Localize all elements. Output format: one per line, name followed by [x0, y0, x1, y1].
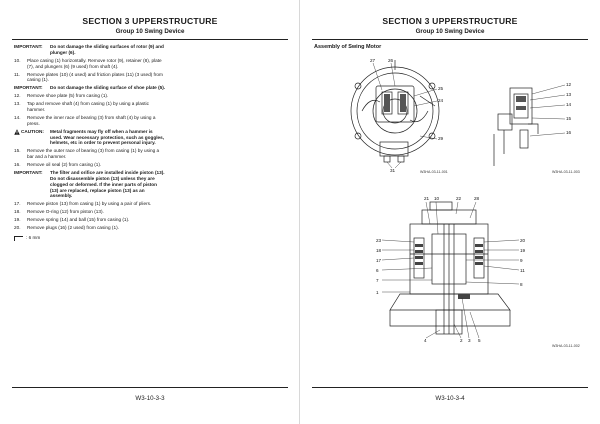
callout-6: 6 [376, 268, 379, 273]
page-number: W3-10-3-3 [135, 395, 165, 402]
callout-3: 3 [468, 338, 471, 343]
header-rule [312, 39, 588, 40]
header-rule [12, 39, 288, 40]
hex-wrench-icon [14, 235, 23, 241]
callout-9: 9 [520, 258, 523, 263]
left-page: SECTION 3 UPPERSTRUCTURE Group 10 Swing … [12, 16, 288, 402]
step-15: 15. Remove the outer race of bearing (3)… [14, 148, 160, 160]
callout-25: 25 [438, 86, 444, 91]
important-note: IMPORTANT: Do not damage the sliding sur… [14, 44, 164, 55]
procedure-text: IMPORTANT: Do not damage the sliding sur… [14, 44, 166, 241]
callout-24: 24 [438, 98, 444, 103]
step-13: 13. Tap and remove shaft (4) from casing… [14, 101, 149, 113]
callout-10: 10 [434, 196, 440, 201]
callout-17: 17 [376, 258, 382, 263]
step-12: 12. Remove shoe plate (5) from casing (1… [14, 93, 109, 99]
callout-15: 15 [566, 116, 572, 121]
group-title: Group 10 Swing Device [415, 28, 485, 35]
callout-5: 5 [478, 338, 481, 343]
callout-16: 16 [566, 130, 572, 135]
callout-31: 31 [390, 168, 396, 173]
callout-1: 1 [376, 290, 379, 295]
callout-4: 4 [424, 338, 427, 343]
group-title: Group 10 Swing Device [115, 28, 185, 35]
callout-14: 14 [566, 102, 572, 107]
footer-rule [12, 387, 288, 388]
callout-29: 29 [438, 136, 444, 141]
section-title: SECTION 3 UPPERSTRUCTURE [382, 16, 518, 26]
wrench-size-legend: : 6 mm [14, 235, 166, 241]
important-note: IMPORTANT: Do not damage the sliding sur… [14, 85, 166, 91]
step-10: 10. Place casing (1) horizontally. Remov… [14, 57, 162, 69]
callout-8: 8 [520, 282, 523, 287]
callout-2: 2 [460, 338, 463, 343]
step-18: 18. Remove O-ring (12) from piston (13). [14, 209, 104, 215]
caution-note: CAUTION: Metal fragments may fly off whe… [14, 129, 166, 146]
figure-code: W3HA-03-11-003 [552, 170, 580, 174]
step-14: 14. Remove the inner race of bearing (3)… [14, 115, 156, 126]
callout-27: 27 [370, 58, 376, 63]
callout-18: 18 [376, 248, 382, 253]
figure-heading: Assembly of Swing Motor [314, 44, 382, 50]
step-19: 19. Remove spring (14) and ball (15) fro… [14, 217, 130, 223]
callout-19: 19 [520, 248, 526, 253]
section-title: SECTION 3 UPPERSTRUCTURE [82, 16, 218, 26]
callout-21: 21 [424, 196, 430, 201]
callout-11: 11 [520, 268, 525, 273]
figure-code: W3HA-03-11-002 [552, 344, 580, 348]
swing-motor-cross-section: 21 10 22 28 23 18 17 6 7 1 20 19 9 11 8 … [376, 196, 526, 343]
callout-20: 20 [520, 238, 526, 243]
callout-12: 12 [566, 82, 572, 87]
callout-7: 7 [376, 278, 379, 283]
callout-22: 22 [456, 196, 462, 201]
swing-motor-end-view: 27 26 25 24 29 31 [350, 58, 444, 173]
step-17: 17. Remove piston (13) from casing (1) b… [14, 201, 152, 207]
step-20: 20. Remove plugs (16) (2 used) from casi… [14, 225, 119, 231]
relief-valve-detail: 12 13 14 15 16 [493, 82, 572, 166]
page-number: W3-10-3-4 [435, 395, 465, 402]
figure-code: W3HA-03-11-001 [420, 170, 448, 174]
footer-rule [312, 387, 588, 388]
callout-23: 23 [376, 238, 382, 243]
callout-28: 28 [474, 196, 480, 201]
warning-icon [14, 129, 20, 135]
right-page: SECTION 3 UPPERSTRUCTURE Group 10 Swing … [300, 0, 600, 424]
callout-13: 13 [566, 92, 572, 97]
important-note: IMPORTANT: The filter and orifice are in… [14, 170, 165, 199]
step-11: 11. Remove plates (10) (4 used) and fric… [14, 71, 163, 83]
callout-26: 26 [388, 58, 394, 63]
step-16: 16. Remove oil seal (2) from casing (1). [14, 162, 102, 168]
